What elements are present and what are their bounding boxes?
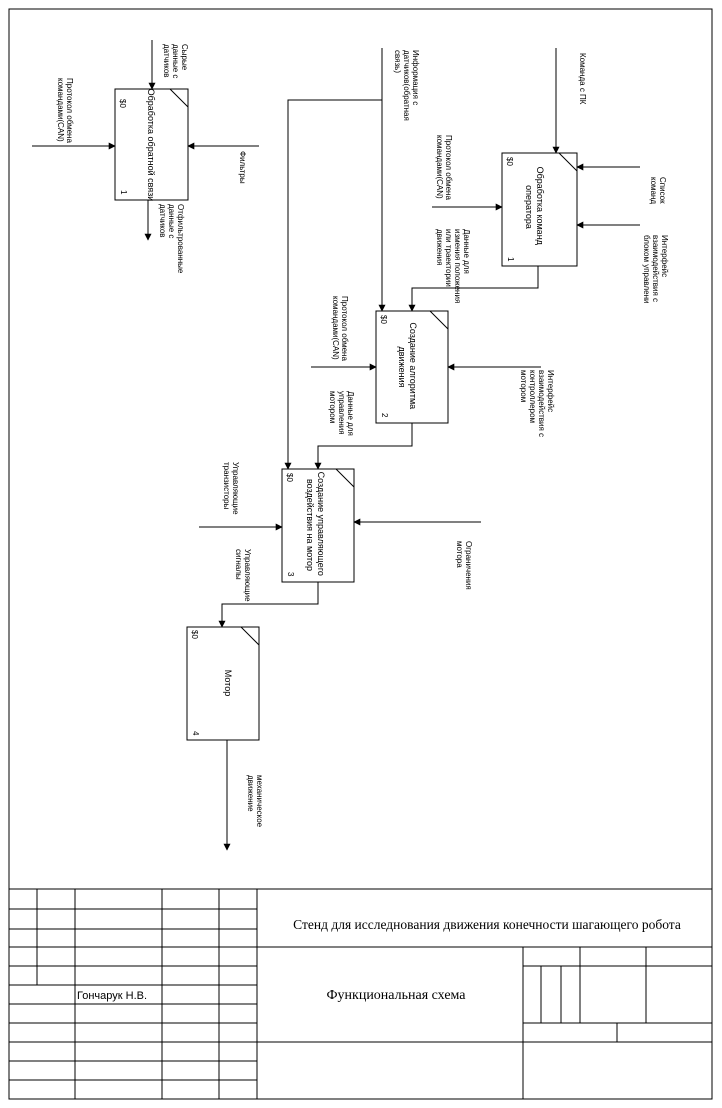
label-command-list: Список команд [649, 177, 667, 206]
block-title-line: Обработка команд [535, 167, 545, 246]
label-protocol-2: Протокол обмена командами(CAN) [435, 135, 453, 202]
label-position-change-data: Данные для измения положения или траекто… [435, 229, 471, 306]
sheet-frame [8, 8, 713, 1100]
label-control-unit-interface: Интерфейс взаимодействия с блоком управл… [642, 235, 669, 304]
block-number: 3 [286, 572, 295, 577]
label-raw-sensor-data: Сырые данные с датчиков [162, 44, 189, 81]
block-number: 4 [191, 731, 200, 736]
block-corner-label: $0 [379, 315, 388, 324]
block-title-line: движения [397, 347, 407, 388]
block-motor: $0 4 Мотор [186, 626, 260, 741]
block-feedback-processing: $0 1 Обработка обратной связи [114, 88, 189, 202]
block-corner-label: $0 [118, 99, 127, 108]
label-sensor-info: Информация с датчиков(обратная связь) [393, 50, 420, 123]
project-title: Стенд для исследнования движения конечно… [293, 917, 681, 932]
label-control-signals: Управляющие сигналы [234, 549, 252, 604]
arrow-labels: Сырые данные с датчиков Протокол обмена … [56, 44, 669, 829]
label-protocol-1: Протокол обмена командами(CAN) [56, 78, 74, 145]
block-operator-commands: $0 1 Обработка команд оператора [501, 152, 578, 267]
block-number: 1 [506, 257, 515, 262]
block-title: Мотор [223, 670, 233, 696]
label-motor-limits: Ограничения мотора [455, 541, 473, 592]
block-title: Обработка обратной связи [146, 89, 156, 202]
block-title: Создание алгоритма движения [397, 322, 418, 411]
block-corner-label: $0 [505, 157, 514, 166]
label-motor-controller-interface: Интерфейс взаимодействия с контроллером … [519, 370, 555, 439]
block-title: Создание управляющего воздействия на мот… [305, 472, 326, 579]
label-mechanical-motion: механическое движение [246, 775, 264, 829]
block-motion-algorithm: $0 2 Создание алгоритма движения [375, 310, 449, 424]
block-corner-label: $0 [190, 630, 199, 639]
arrow-position-change-data [408, 266, 539, 312]
block-title-line: воздействия на мотор [305, 479, 315, 571]
block-control-action: $0 3 Создание управляющего воздействия н… [281, 468, 355, 583]
arrow-sensor-info-branch [284, 99, 382, 470]
block-corner-label: $0 [285, 473, 294, 482]
drawing-title: Функциональная схема [326, 988, 466, 1003]
label-control-transistors: Управляющие транзисторы [222, 462, 240, 517]
block-title-line: оператора [524, 185, 534, 229]
block-title-line: Создание управляющего [316, 472, 326, 576]
block-number: 1 [119, 190, 128, 195]
title-block: Стенд для исследнования движения конечно… [9, 888, 712, 1099]
label-pc-command: Команда с ПК [578, 53, 587, 105]
connections [32, 40, 640, 851]
arrow-motor-control-data [314, 423, 413, 470]
block-title: Обработка команд оператора [524, 167, 545, 248]
label-motor-control-data: Данные для управления мотором [328, 391, 355, 438]
block-number: 2 [380, 413, 389, 418]
label-filters: Фильтры [238, 151, 247, 184]
label-filtered-data: Отфильтрованные данные с датчиков [158, 204, 185, 276]
arrow-control-signals [218, 582, 319, 628]
block-title-line: Создание алгоритма [408, 322, 418, 409]
author-name: Гончарук Н.В. [77, 990, 147, 1002]
label-protocol-3: Протокол обмена командами(CAN) [331, 296, 349, 363]
